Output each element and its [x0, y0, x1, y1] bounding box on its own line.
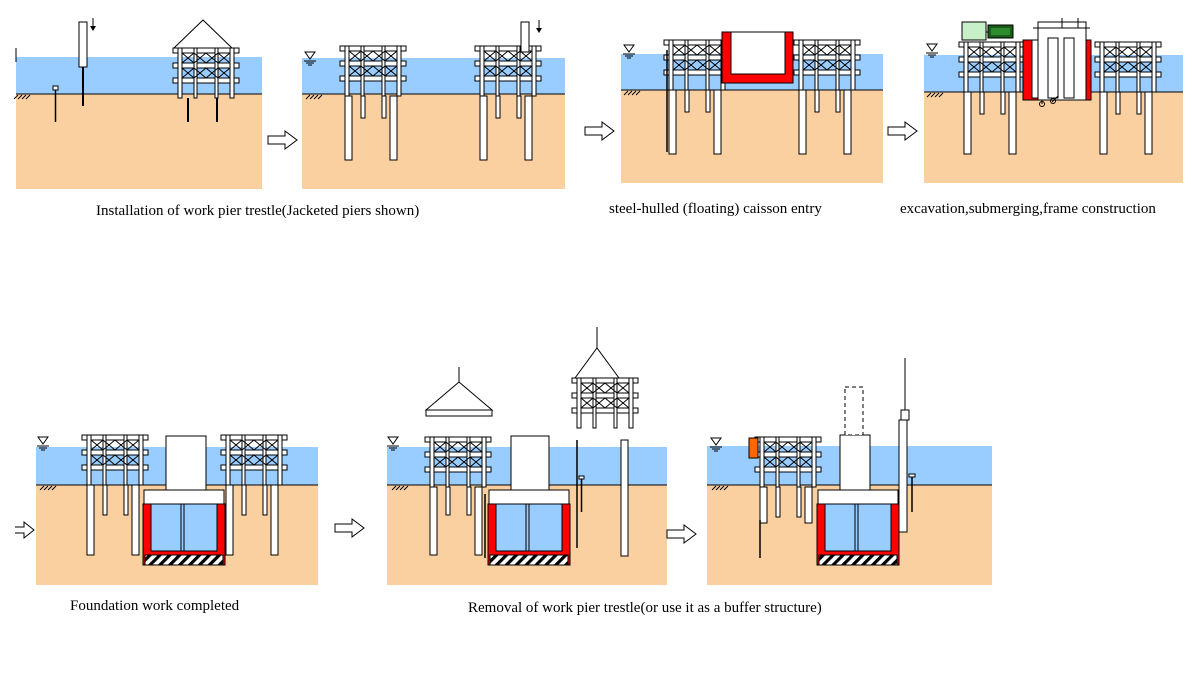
caption-step5: Removal of work pier trestle(or use it a… [468, 600, 822, 616]
buffer-fender [748, 437, 759, 459]
caption-step3: excavation,submerging,frame construction [900, 201, 1156, 217]
pile-extractor [898, 358, 910, 533]
jacket-lifted [571, 327, 639, 429]
caption-step4: Foundation work completed [70, 598, 240, 614]
surface-equipment [961, 21, 1014, 41]
panel-step4-excavation [924, 18, 1183, 183]
arrow-6 [666, 524, 697, 544]
caisson-with-pier-cap [816, 386, 900, 566]
pile-driver [78, 18, 96, 106]
caisson-excavating [1022, 18, 1092, 107]
completed-caisson [142, 435, 226, 566]
arrow-2 [584, 121, 615, 141]
panel-step7-buffer-structure [707, 358, 992, 585]
arrow-3 [887, 121, 918, 141]
panel-step6-trestle-removal [386, 327, 667, 585]
panel-step5-foundation-completed [15, 434, 318, 585]
sling-lowered [424, 367, 494, 417]
panel-step2-piers-installed [302, 20, 565, 189]
panel-step3-caisson-entry [621, 31, 883, 183]
jacket-being-lowered [172, 19, 240, 122]
caption-step1: Installation of work pier trestle(Jacket… [96, 203, 420, 219]
caisson-after-removal [487, 435, 571, 566]
panel-step1-pile-driving [13, 18, 262, 189]
caption-step2: steel-hulled (floating) caisson entry [609, 201, 822, 217]
arrow-5 [334, 518, 365, 538]
arrow-1 [267, 130, 298, 150]
floating-caisson [721, 31, 794, 84]
